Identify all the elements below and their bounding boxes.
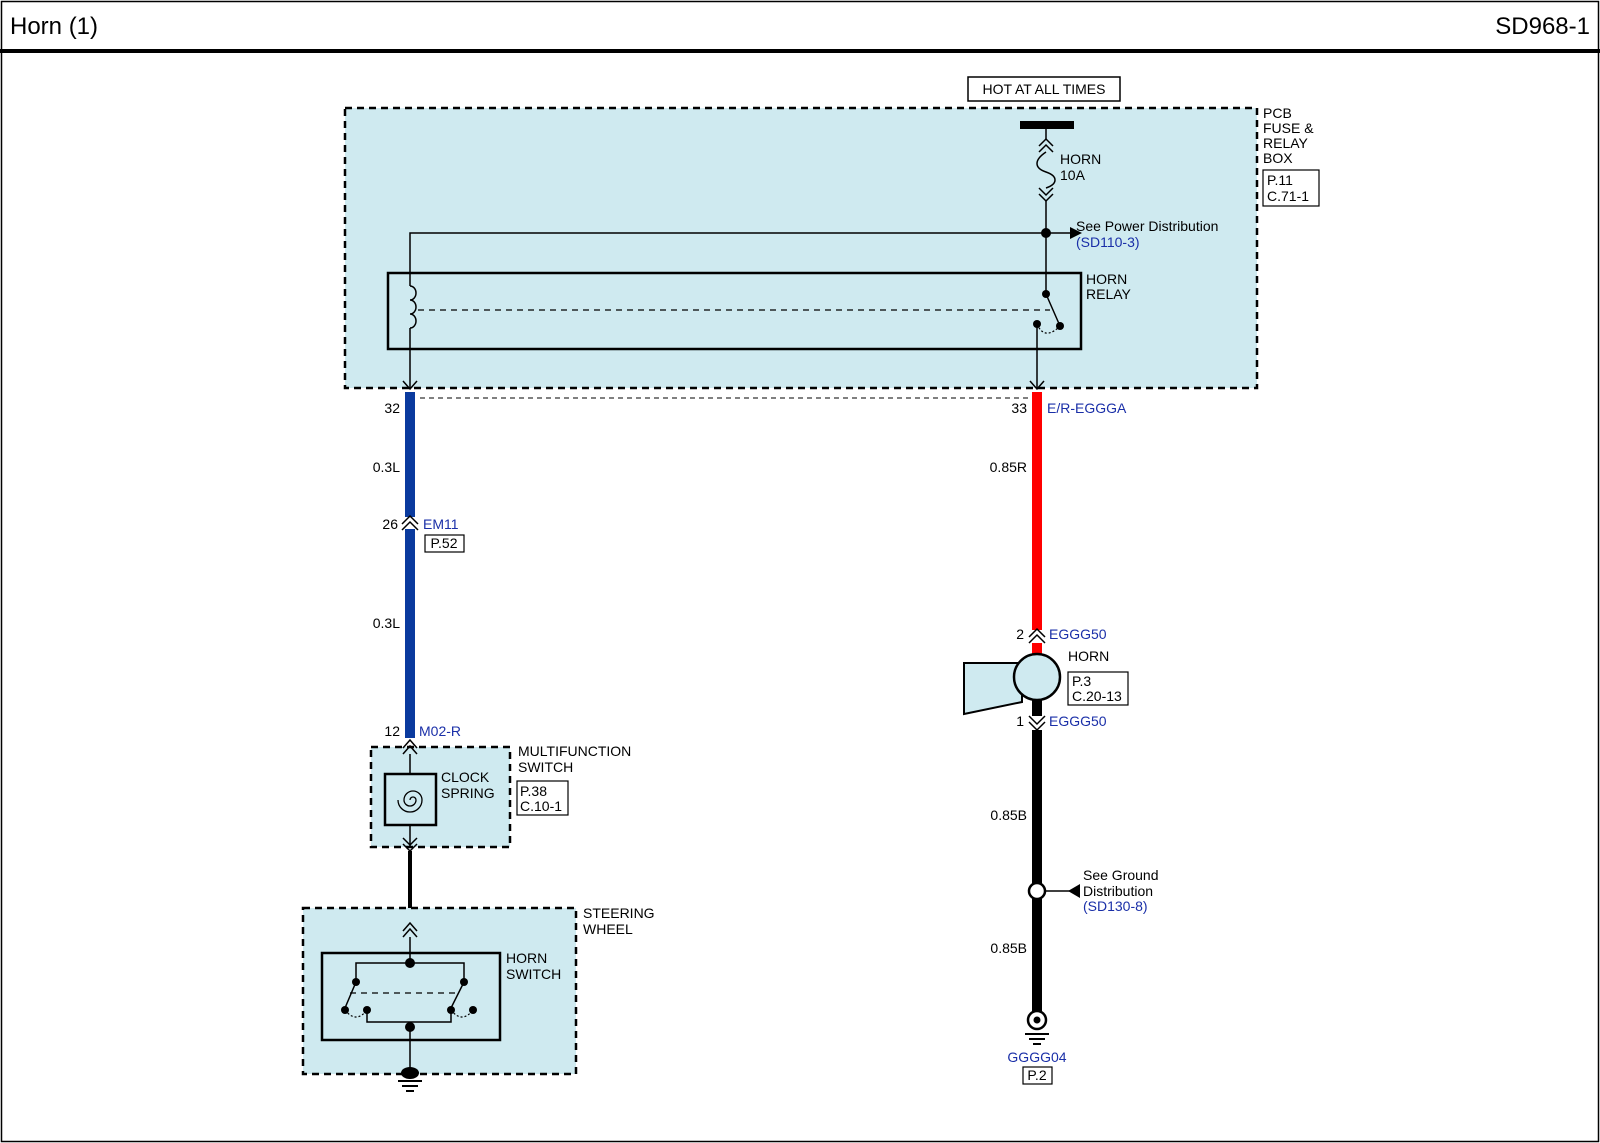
horn-label: HORN <box>1068 648 1109 664</box>
left-gauge-2: 0.3L <box>373 615 400 631</box>
horn-switch-contacts <box>341 958 477 1068</box>
right-gauge-3: 0.85B <box>990 940 1027 956</box>
em11-connector[interactable]: EM11 <box>423 516 459 532</box>
horn-pin-2: 2 <box>1016 626 1024 642</box>
red-wire <box>1032 392 1042 630</box>
power-distribution-text[interactable]: See Power Distribution <box>1076 218 1218 234</box>
m02r-arrow-1 <box>402 738 418 749</box>
blue-wire-segment-1 <box>405 392 415 517</box>
ground-splice-icon <box>1027 881 1047 901</box>
clock-spring-label-1: CLOCK <box>441 769 490 785</box>
relay-contact <box>1033 290 1064 388</box>
clock-spring-label-2: SPRING <box>441 785 495 801</box>
horn-fuse <box>1036 129 1056 233</box>
fuse-box-label: PCB FUSE & RELAY BOX <box>1263 105 1314 166</box>
multifunction-ref-box <box>516 780 569 816</box>
relay-coil <box>409 280 417 388</box>
steering-wheel-box <box>301 906 578 1076</box>
horn-relay-label-1: HORN <box>1086 271 1127 287</box>
red-wire-stub <box>1032 643 1042 655</box>
em11-ref-box <box>424 534 465 553</box>
horn-ref-page: P.3 <box>1072 673 1091 689</box>
em11-arrow-2 <box>401 520 419 531</box>
m02r-connector[interactable]: M02-R <box>419 723 461 739</box>
horn-connector-out[interactable]: EGGG50 <box>1049 713 1107 729</box>
multifunction-ref-connector: C.10-1 <box>520 798 562 814</box>
diagram-code: SD968-1 <box>1495 13 1590 40</box>
fuse-name: HORN <box>1060 151 1101 167</box>
left-pin-32: 32 <box>384 400 400 416</box>
power-label: HOT AT ALL TIMES <box>983 81 1106 97</box>
horn-in-arrow-2 <box>1028 633 1046 644</box>
right-gauge-2: 0.85B <box>990 807 1027 823</box>
horn-switch-box <box>320 951 502 1042</box>
horn-ref-box <box>1067 671 1129 706</box>
blue-wire-segment-2 <box>405 529 415 738</box>
diagram-title: Horn (1) <box>10 13 98 40</box>
ground-ref-box <box>1022 1066 1053 1085</box>
m02r-arrow-2 <box>402 744 418 755</box>
ground-name[interactable]: GGGG04 <box>1007 1049 1066 1065</box>
power-busbar <box>1020 121 1074 129</box>
ground-distribution-text-2[interactable]: Distribution <box>1083 883 1153 899</box>
fuse-relay-box <box>343 106 1259 390</box>
em11-ref: P.52 <box>431 535 458 551</box>
steering-wheel-label-1: STEERING <box>583 905 655 921</box>
m02r-pin: 12 <box>384 723 400 739</box>
steering-arrow-2 <box>402 927 418 938</box>
horn-switch-label-2: SWITCH <box>506 966 561 982</box>
clock-spring-icon <box>397 790 423 813</box>
right-gauge-1: 0.85R <box>990 459 1027 475</box>
multifunction-label-1: MULTIFUNCTION <box>518 743 631 759</box>
steering-wire <box>408 851 412 925</box>
multifunction-label-2: SWITCH <box>518 759 573 775</box>
horn-pin-1: 1 <box>1016 713 1024 729</box>
ground-distribution-ref[interactable]: (SD130-8) <box>1083 898 1148 914</box>
em11-pin: 26 <box>382 516 398 532</box>
fuse-box-ref-connector: C.71-1 <box>1267 188 1309 204</box>
horn-switch-label-1: HORN <box>506 950 547 966</box>
horn-out-stub <box>1032 700 1042 716</box>
multifunction-switch-box <box>369 745 512 849</box>
horn-in-arrow-1 <box>1028 627 1046 638</box>
ground-distribution-arrow <box>1068 884 1080 898</box>
header-rule <box>0 49 1600 53</box>
right-pin-33: 33 <box>1011 400 1027 416</box>
power-distribution-arrow <box>1070 227 1082 239</box>
fuse-rating: 10A <box>1060 167 1086 183</box>
fuse-box-ref-page: P.11 <box>1267 172 1293 188</box>
svg-text:PCB: PCB <box>1263 105 1292 121</box>
connector-32-arrow <box>402 380 418 391</box>
multifunction-ref-page: P.38 <box>520 783 547 799</box>
left-gauge-1: 0.3L <box>373 459 400 475</box>
svg-text:RELAY: RELAY <box>1263 135 1309 151</box>
power-label-box <box>967 76 1121 102</box>
black-wire <box>1032 730 1042 1020</box>
horn-relay-label-2: RELAY <box>1086 286 1132 302</box>
fuse-box-ref-box <box>1262 169 1320 207</box>
horn-connector-in[interactable]: EGGG50 <box>1049 626 1107 642</box>
horn-ref-connector: C.20-13 <box>1072 688 1122 704</box>
steering-ground-icon <box>398 1067 422 1092</box>
horn-ground-icon <box>1025 1009 1049 1045</box>
svg-text:FUSE &: FUSE & <box>1263 120 1314 136</box>
horn-bell-icon <box>963 662 1023 716</box>
er-egga-connector[interactable]: E/R-EGGGA <box>1047 400 1127 416</box>
ground-ref: P.2 <box>1027 1067 1046 1083</box>
em11-arrow-1 <box>401 514 419 525</box>
steering-arrow-1 <box>402 921 418 932</box>
clock-spring-out-arrow-1 <box>402 837 418 847</box>
horn-out-arrow-1 <box>1028 715 1046 726</box>
steering-wheel-label-2: WHEEL <box>583 921 633 937</box>
ground-distribution-text-1[interactable]: See Ground <box>1083 867 1159 883</box>
svg-text:BOX: BOX <box>1263 150 1293 166</box>
relay-coil-supply-wire <box>409 232 1046 280</box>
horn-relay-box <box>386 271 1083 351</box>
horn-icon <box>1012 652 1062 702</box>
power-distribution-ref[interactable]: (SD110-3) <box>1076 234 1140 250</box>
connector-33-arrow <box>1029 380 1045 391</box>
